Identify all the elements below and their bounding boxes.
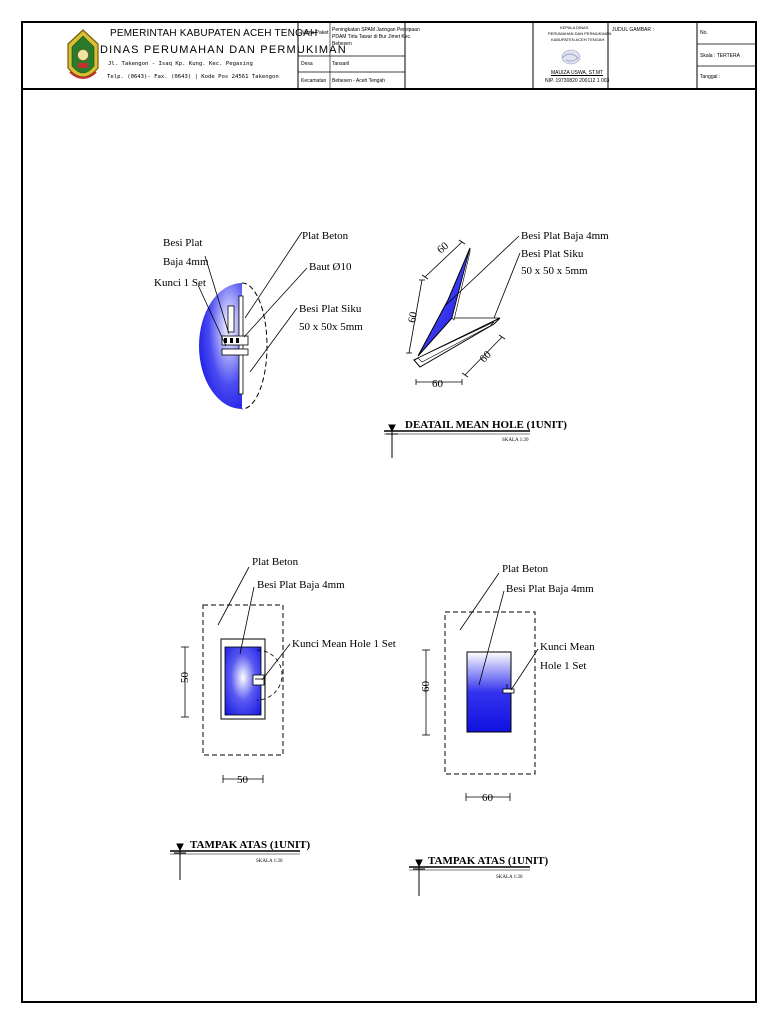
label-tv2-besi-plat: Besi Plat Baja 4mm (506, 583, 594, 595)
org-name-line2: DINAS PERUMAHAN DAN PERMUKIMAN (100, 44, 347, 56)
tv1-lock (252, 674, 265, 686)
iso-frame-inner (417, 321, 495, 363)
leader-iso-siku (493, 252, 521, 319)
approval-title-line2: PERUMAHAN DAN PERMUKIMAN (548, 31, 612, 36)
dim-iso-c: 60 (478, 348, 495, 365)
scale-tv1: SKALA 1:20 (256, 859, 283, 864)
title-iso: DEATAIL MEAN HOLE (1UNIT) (405, 419, 567, 431)
skala-label: Skala (700, 53, 713, 59)
approval-name: MAUIZA USWA, ST.MT (551, 70, 604, 76)
tv2-leader-kunci (510, 648, 539, 691)
label-side-besi-plat-2: Baja 4mm (163, 256, 209, 268)
label-side-siku-1: Besi Plat Siku (299, 303, 362, 315)
kecamatan-label: Kecamatan (301, 78, 327, 84)
label-iso-siku-1: Besi Plat Siku (521, 248, 584, 260)
nama-paket-line1: Peningkatan SPAM Jaringan Perpipaan (332, 27, 420, 33)
tanggal-label: Tanggal : (700, 74, 721, 80)
top-view-2 (409, 572, 539, 896)
label-side-plat-beton: Plat Beton (302, 230, 349, 242)
label-tv1-besi-plat: Besi Plat Baja 4mm (257, 579, 345, 591)
label-side-kunci: Kunci 1 Set (154, 277, 206, 289)
org-name-line1: PEMERINTAH KABUPATEN ACEH TENGAH (110, 28, 318, 39)
signature-stamp (561, 49, 581, 65)
logo-emblem (67, 29, 99, 79)
label-side-baut: Baut Ø10 (309, 261, 352, 273)
leader-plat-beton (244, 231, 303, 319)
label-iso-siku-2: 50 x 50 x 5mm (521, 265, 588, 277)
dim-line-b (408, 279, 423, 354)
title-tv1: TAMPAK ATAS (1UNIT) (190, 839, 311, 851)
title-mark-iso (384, 424, 530, 458)
tv2-leader-beton (459, 572, 500, 631)
label-side-besi-plat-1: Besi Plat (163, 237, 202, 249)
nama-paket-line2: PDAM Tirta Tawar di Bur Jimet Kec. (332, 34, 412, 40)
side-bolt (227, 305, 235, 333)
tv2-leader-besi (478, 590, 505, 686)
detail-side-view (197, 231, 308, 410)
dim-tv1-h: 50 (237, 774, 249, 786)
tv1-leader-besi (239, 586, 255, 655)
title-tv2: TAMPAK ATAS (1UNIT) (428, 855, 549, 867)
dim-tv1-v: 50 (179, 672, 191, 684)
label-tv2-plat-beton: Plat Beton (502, 563, 549, 575)
label-tv1-kunci: Kunci Mean Hole 1 Set (292, 638, 396, 650)
tv1-leader-kunci (261, 643, 291, 681)
no-label: No. (700, 30, 708, 36)
tv1-leader-beton (217, 566, 250, 626)
approval-title-line3: KABUPATEN ACEH TENGAH (551, 37, 605, 42)
label-tv2-kunci-1: Kunci Mean (540, 641, 595, 653)
title-mark-tv1 (170, 843, 300, 880)
side-dashed-arc (241, 282, 268, 410)
leader-kunci (197, 284, 227, 347)
scale-iso: SKALA 1:20 (502, 438, 529, 443)
tv2-lock (502, 688, 515, 694)
skala-value: : TERTERA (714, 53, 740, 59)
dim-iso-b: 60 (406, 310, 420, 323)
title-mark-tv2 (409, 859, 530, 896)
tv1-concrete-dashed (202, 604, 284, 756)
label-tv2-kunci-2: Hole 1 Set (540, 660, 586, 672)
dim-tv2-v: 60 (420, 681, 432, 693)
dim-iso-a: 60 (435, 240, 452, 257)
address-line1: Jl. Takengon - Isaq Kp. Kung. Kec. Pegas… (108, 61, 253, 67)
leader-besi-plat (204, 255, 230, 335)
dim-line-c (464, 336, 503, 376)
label-side-siku-2: 50 x 50x 5mm (299, 321, 363, 333)
side-lock (221, 348, 249, 356)
dim-iso-d: 60 (432, 378, 444, 390)
scale-tv2: SKALA 1:20 (496, 875, 523, 880)
kecamatan-value: Bebesen - Aceh Tengah (332, 78, 386, 84)
dim-line-a (424, 241, 463, 278)
label-tv1-plat-beton: Plat Beton (252, 556, 299, 568)
leader-baut (243, 267, 308, 338)
leader-siku (249, 307, 298, 373)
leader-iso-besi-plat (445, 235, 520, 306)
label-iso-besi-plat: Besi Plat Baja 4mm (521, 230, 609, 242)
address-line2: Telp. (0643)- Fax. (0643) | Kode Pos 245… (107, 74, 279, 80)
approval-title-line1: KEPALA DINAS (560, 25, 589, 30)
top-view-1 (170, 566, 300, 880)
desa-value: Tansaril (332, 61, 350, 67)
nama-paket-line3: Bebesen (332, 41, 352, 47)
dim-tv2-h: 60 (482, 792, 494, 804)
detail-iso-view (384, 235, 530, 458)
judul-gambar-label: JUDUL GAMBAR : (612, 27, 654, 33)
tv2-concrete-dashed (444, 611, 536, 775)
side-angle-bracket (221, 335, 249, 346)
nama-paket-label: Nama Paket (301, 30, 329, 36)
approval-nip: NIP. 19730820 200112 1 003 (545, 78, 610, 84)
desa-label: Desa (301, 61, 313, 67)
